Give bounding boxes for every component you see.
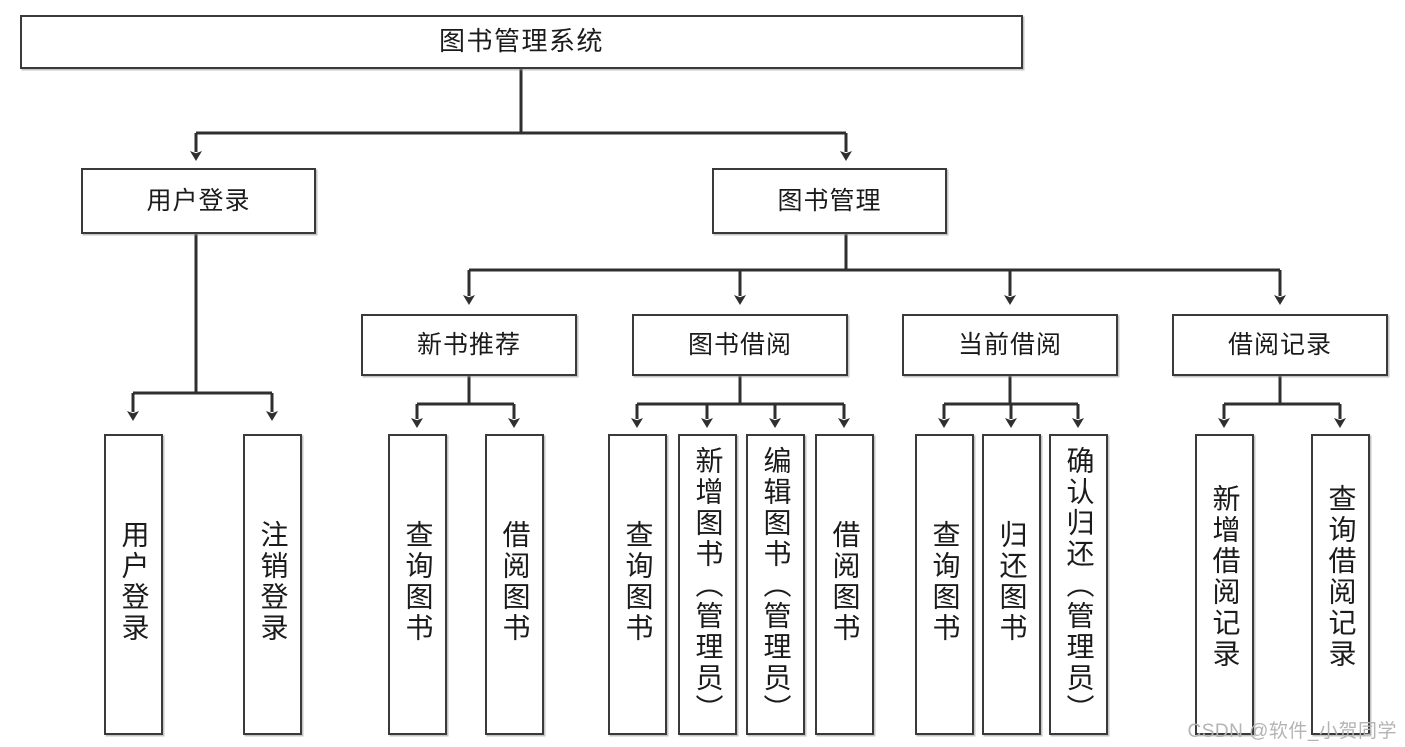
node-root-system[interactable]: 图书管理系统 <box>20 15 1023 69</box>
leaf-borrow-borrow-book[interactable]: 借阅图书 <box>815 434 874 735</box>
leaf-recommend-borrow-book[interactable]: 借阅图书 <box>485 434 544 735</box>
leaf-borrow-query-book[interactable]: 查询图书 <box>608 434 667 735</box>
node-borrow-record[interactable]: 借阅记录 <box>1172 314 1388 376</box>
node-label: 归还图书 <box>996 520 1028 644</box>
leaf-user-login-login[interactable]: 用户登录 <box>104 434 163 735</box>
node-label: 编辑图书（管理员） <box>760 446 792 725</box>
node-label: 确认归还（管理员） <box>1063 446 1095 725</box>
node-label: 用户登录 <box>146 186 251 215</box>
leaf-record-add-record[interactable]: 新增借阅记录 <box>1195 434 1254 735</box>
node-label: 用户登录 <box>118 520 150 644</box>
node-label: 图书管理系统 <box>438 26 604 57</box>
node-label: 新增图书（管理员） <box>692 446 724 725</box>
leaf-user-login-logout[interactable]: 注销登录 <box>243 434 302 735</box>
node-label: 查询借阅记录 <box>1325 484 1357 670</box>
node-book-borrow[interactable]: 图书借阅 <box>632 314 848 376</box>
node-label: 图书借阅 <box>687 330 792 359</box>
node-new-book-recommend[interactable]: 新书推荐 <box>361 314 577 376</box>
node-label: 借阅记录 <box>1227 330 1332 359</box>
node-user-login[interactable]: 用户登录 <box>81 168 316 234</box>
leaf-borrow-edit-book-admin[interactable]: 编辑图书（管理员） <box>746 434 805 735</box>
node-label: 查询图书 <box>622 520 654 644</box>
node-label: 借阅图书 <box>829 520 861 644</box>
node-book-management[interactable]: 图书管理 <box>712 168 947 234</box>
leaf-current-return-book[interactable]: 归还图书 <box>982 434 1041 735</box>
leaf-borrow-add-book-admin[interactable]: 新增图书（管理员） <box>678 434 737 735</box>
leaf-current-query-book[interactable]: 查询图书 <box>915 434 974 735</box>
leaf-recommend-query-book[interactable]: 查询图书 <box>388 434 447 735</box>
node-label: 当前借阅 <box>957 330 1062 359</box>
node-label: 查询图书 <box>929 520 961 644</box>
node-label: 新增借阅记录 <box>1209 484 1241 670</box>
node-label: 借阅图书 <box>499 520 531 644</box>
watermark-text: CSDN @软件_小贺同学 <box>1187 721 1397 742</box>
node-current-borrow[interactable]: 当前借阅 <box>902 314 1118 376</box>
node-label: 注销登录 <box>257 520 289 644</box>
leaf-record-query-record[interactable]: 查询借阅记录 <box>1311 434 1370 735</box>
leaf-current-confirm-return-admin[interactable]: 确认归还（管理员） <box>1049 434 1108 735</box>
node-label: 新书推荐 <box>416 330 521 359</box>
node-label: 查询图书 <box>402 520 434 644</box>
node-label: 图书管理 <box>777 186 882 215</box>
